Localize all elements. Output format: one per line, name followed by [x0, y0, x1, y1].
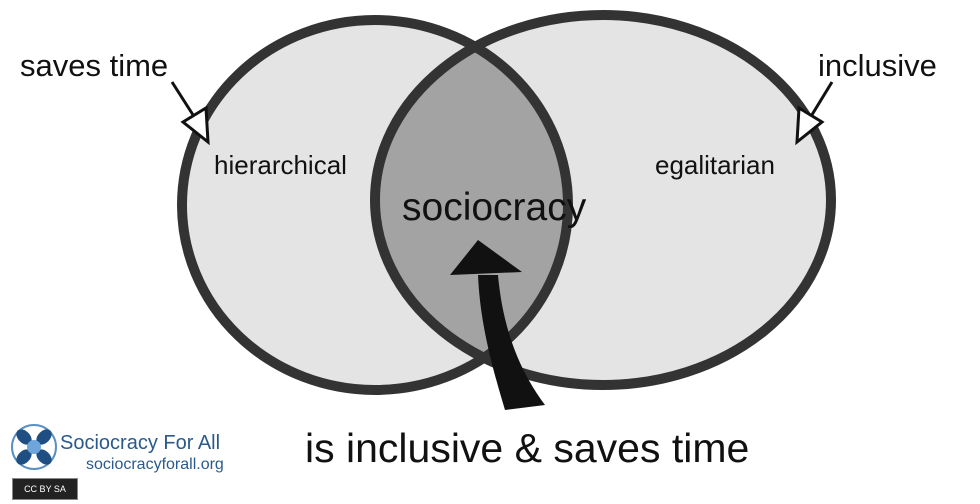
egalitarian-label: egalitarian	[655, 150, 775, 180]
saves-time-label: saves time	[20, 48, 169, 83]
logo-name: Sociocracy For All	[60, 432, 221, 454]
sociocracy-label: sociocracy	[402, 186, 587, 229]
logo-url: sociocracyforall.org	[86, 456, 224, 473]
bottom-caption: is inclusive & saves time	[305, 425, 750, 471]
sfa-logo-icon	[11, 424, 57, 470]
upward-arrow-icon	[450, 240, 545, 410]
hierarchical-label: hierarchical	[214, 150, 347, 180]
inclusive-arrow-icon	[795, 81, 834, 146]
saves-time-arrow-icon	[170, 81, 210, 146]
inclusive-label: inclusive	[818, 48, 937, 83]
cc-license-badge: CC BY SA	[12, 478, 78, 500]
